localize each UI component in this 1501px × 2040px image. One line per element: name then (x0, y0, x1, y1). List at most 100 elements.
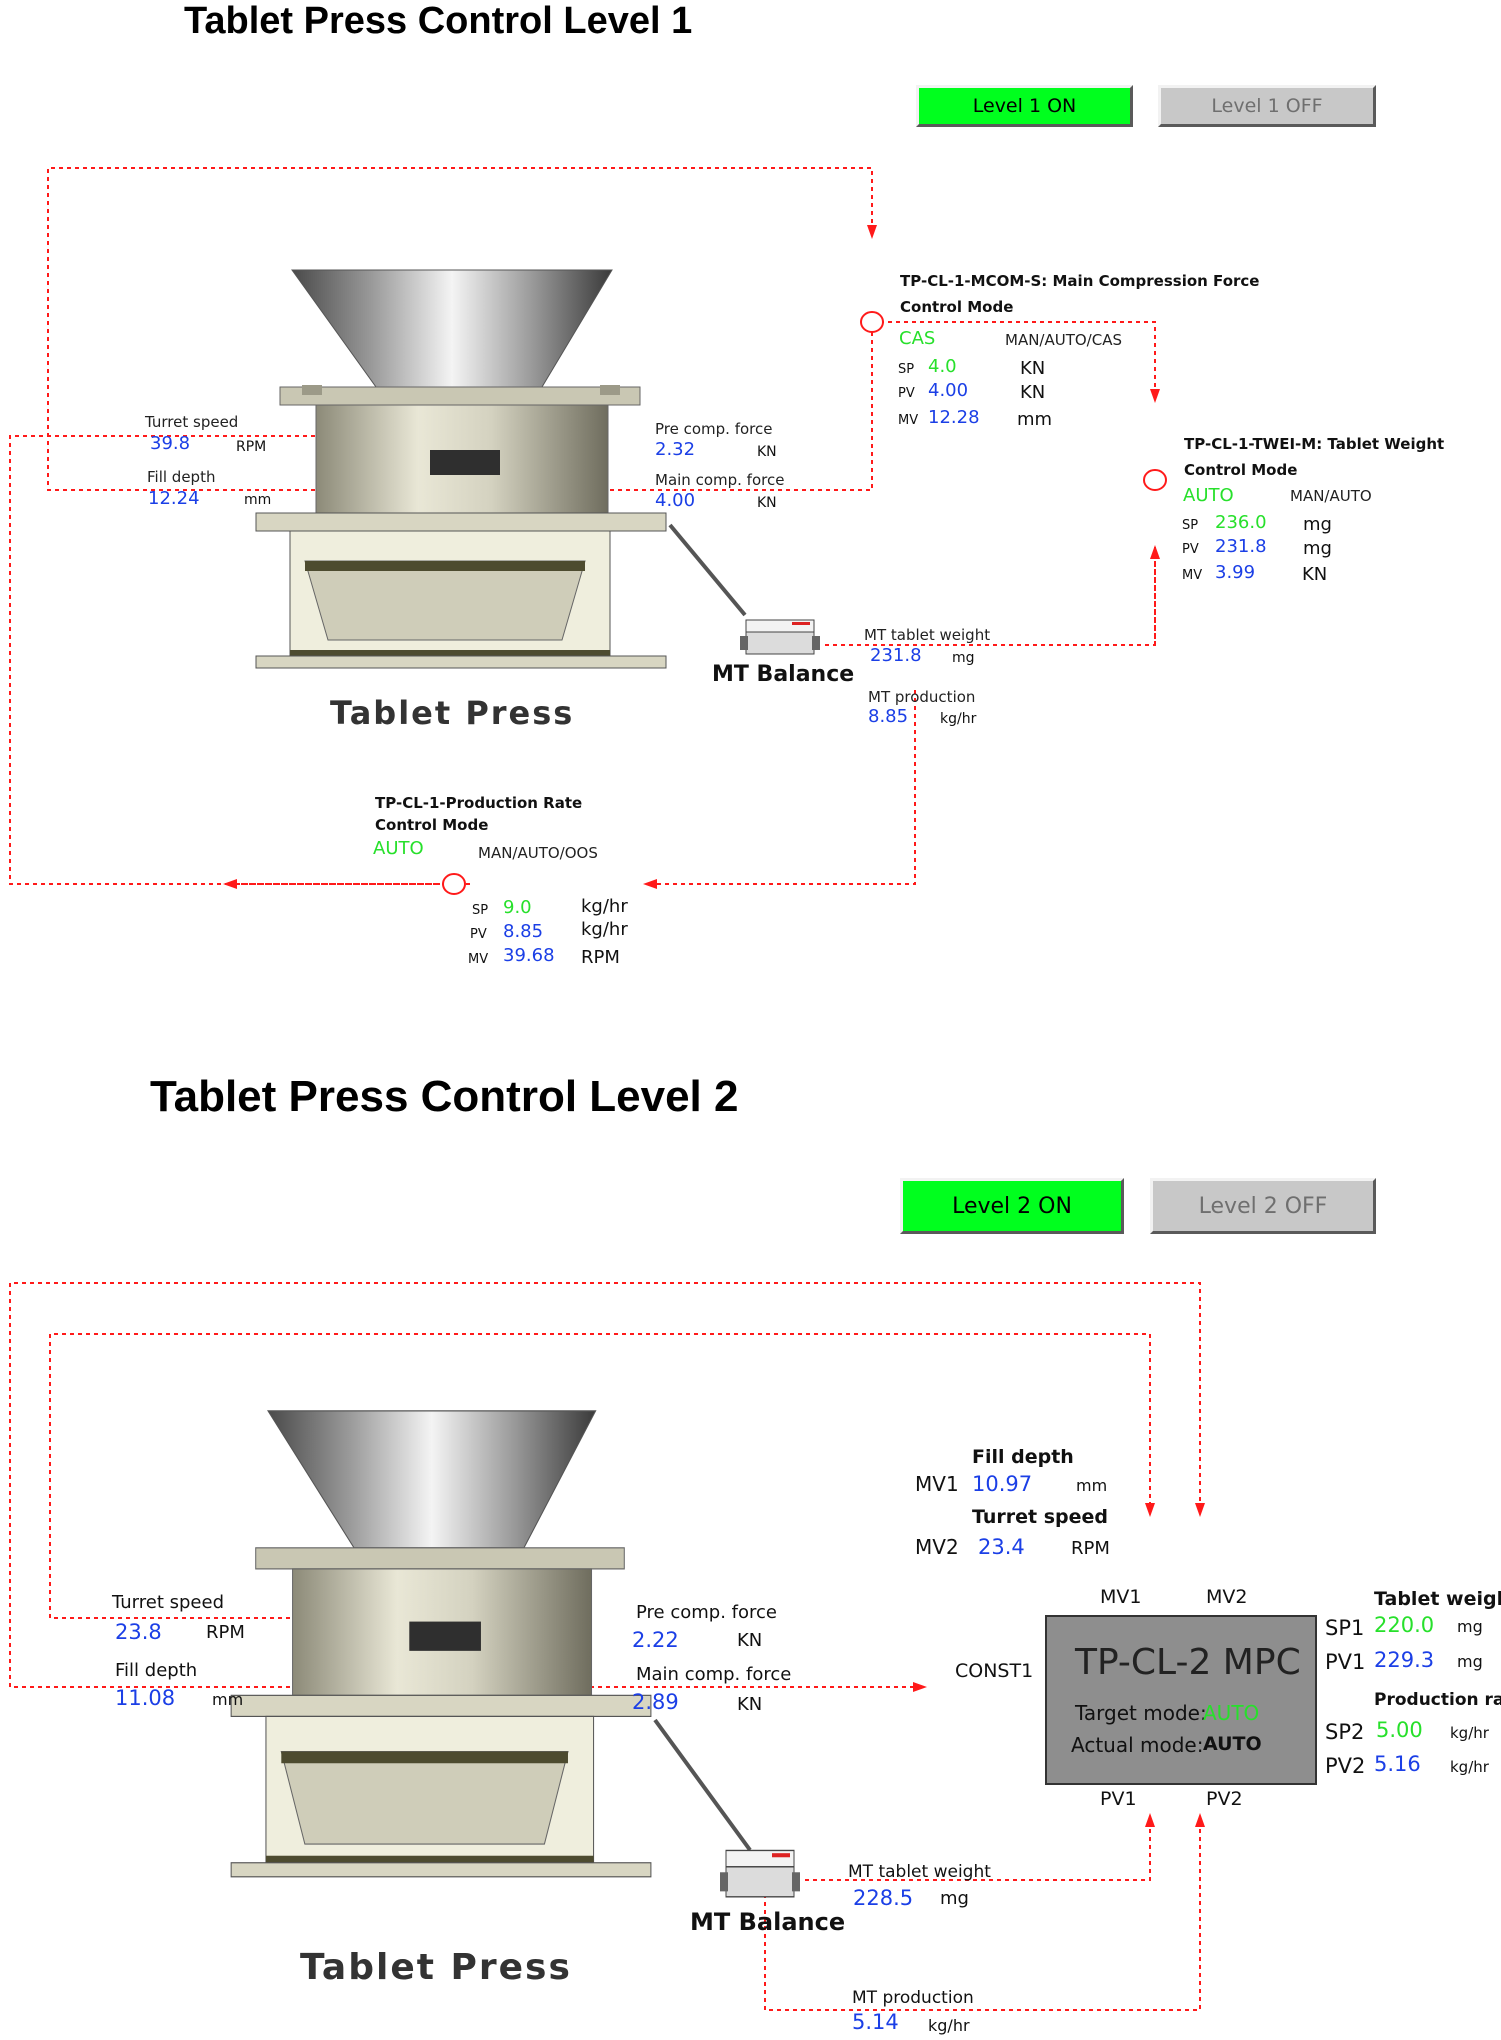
mcom-mode-value[interactable]: CAS (899, 328, 936, 349)
pv1-tag: PV1 (1325, 1650, 1366, 1674)
pv1-unit: mg (1457, 1652, 1483, 1671)
mcom-sp-tag: SP (898, 362, 915, 377)
twei-sp-value[interactable]: 236.0 (1215, 512, 1267, 533)
sp2-value[interactable]: 5.00 (1376, 1718, 1423, 1742)
production-rate-label: Production rate (1374, 1690, 1501, 1710)
l2-pre-comp-unit: KN (737, 1630, 763, 1651)
l2-mt-tablet-weight-unit: mg (940, 1888, 969, 1909)
mv2-label: Turret speed (972, 1506, 1109, 1528)
mpc-actual-label: Actual mode: (1071, 1733, 1204, 1757)
mt-balance-label-l2: MT Balance (690, 1908, 846, 1936)
mpc-target-value[interactable]: AUTO (1203, 1701, 1260, 1725)
sp1-unit: mg (1457, 1617, 1483, 1636)
mv2-value: 23.4 (978, 1535, 1025, 1559)
twei-pv-value: 231.8 (1215, 536, 1267, 557)
pv2-unit: kg/hr (1450, 1758, 1489, 1776)
mv1-label: Fill depth (972, 1446, 1074, 1468)
mv1-tag: MV1 (915, 1472, 959, 1496)
l2-mt-tablet-weight-label: MT tablet weight (848, 1862, 991, 1882)
prod-title: TP-CL-1-Production Rate (375, 794, 583, 812)
main-comp-label: Main comp. force (655, 471, 785, 489)
turret-speed-label: Turret speed (145, 413, 239, 431)
wire-l2-pv1 (805, 1813, 1155, 1881)
sp1-value[interactable]: 220.0 (1374, 1613, 1435, 1637)
mt-production-unit: kg/hr (940, 711, 977, 727)
twei-mode-value[interactable]: AUTO (1183, 485, 1234, 506)
mv2-unit: RPM (1071, 1538, 1110, 1559)
mcom-control-mode-label: Control Mode (900, 298, 1014, 316)
tablet-press-label-l2: Tablet Press (300, 1947, 572, 1988)
wire-mcom-to-twei (872, 321, 1160, 403)
mcom-sp-value[interactable]: 4.0 (928, 356, 957, 377)
mv1-unit: mm (1076, 1476, 1108, 1495)
prod-pv-tag: PV (470, 927, 487, 942)
wire-main-comp-to-mcom (610, 330, 873, 491)
level2-on-button[interactable]: Level 2 ON (900, 1178, 1124, 1234)
main-comp-value: 4.00 (655, 490, 696, 511)
mt-balance-label: MT Balance (712, 662, 855, 687)
mt-balance-device (740, 619, 820, 655)
mpc-port-const1: CONST1 (955, 1660, 1034, 1682)
l2-main-comp-unit: KN (737, 1694, 763, 1715)
mpc-port-mv1: MV1 (1100, 1586, 1142, 1608)
mpc-actual-value: AUTO (1203, 1733, 1262, 1755)
tablet-press-label: Tablet Press (330, 694, 575, 732)
l2-pre-comp-value: 2.22 (632, 1628, 679, 1652)
mcom-pv-value: 4.00 (928, 380, 969, 401)
twei-mv-unit: KN (1302, 564, 1328, 585)
prod-mv-value: 39.68 (503, 945, 555, 966)
wire-l2-inner-loop (49, 1333, 1155, 1619)
mpc-port-pv2: PV2 (1206, 1788, 1243, 1810)
mcom-title: TP-CL-1-MCOM-S: Main Compression Force (900, 272, 1260, 290)
pre-comp-label: Pre comp. force (655, 420, 773, 438)
fill-depth-label: Fill depth (147, 468, 216, 486)
prod-mv-unit: RPM (581, 947, 620, 968)
mpc-target-label: Target mode: (1075, 1701, 1207, 1725)
mcom-modes: MAN/AUTO/CAS (1005, 331, 1122, 349)
level1-on-button[interactable]: Level 1 ON (916, 85, 1133, 127)
l2-turret-speed-value: 23.8 (115, 1620, 162, 1644)
l2-main-comp-value: 2.89 (632, 1690, 679, 1714)
pre-comp-value: 2.32 (655, 439, 696, 460)
mpc-title: TP-CL-2 MPC (1075, 1642, 1301, 1683)
sp2-tag: SP2 (1325, 1720, 1365, 1744)
wire-fill-depth-loop (47, 167, 877, 491)
prod-pv-unit: kg/hr (581, 919, 628, 940)
prod-modes: MAN/AUTO/OOS (478, 844, 598, 862)
pv2-tag: PV2 (1325, 1754, 1366, 1778)
prod-mv-tag: MV (468, 952, 489, 967)
fill-depth-value: 12.24 (148, 488, 200, 509)
mt-tablet-weight-unit: mg (952, 650, 975, 666)
twei-controller-circle (1143, 469, 1167, 491)
fill-depth-unit: mm (244, 492, 272, 508)
twei-pv-unit: mg (1303, 538, 1332, 559)
mt-production-value: 8.85 (868, 706, 909, 727)
prod-mode-value[interactable]: AUTO (373, 838, 424, 859)
l2-turret-speed-unit: RPM (206, 1622, 245, 1643)
mcom-pv-unit: KN (1020, 382, 1046, 403)
mcom-mv-unit: mm (1017, 409, 1053, 430)
l2-fill-depth-label: Fill depth (115, 1660, 198, 1681)
tablet-press-machine-l2 (230, 1410, 652, 1878)
mcom-mv-value: 12.28 (928, 407, 980, 428)
sp2-unit: kg/hr (1450, 1724, 1489, 1742)
pre-comp-unit: KN (757, 444, 777, 460)
twei-pv-tag: PV (1182, 542, 1199, 557)
level1-off-button[interactable]: Level 1 OFF (1158, 85, 1376, 127)
twei-sp-unit: mg (1303, 514, 1332, 535)
wire-production-loop (643, 690, 916, 889)
turret-speed-unit: RPM (236, 439, 267, 455)
twei-sp-tag: SP (1182, 518, 1199, 533)
pv2-value: 5.16 (1374, 1752, 1421, 1776)
mt-tablet-weight-value: 231.8 (870, 645, 922, 666)
level2-off-button[interactable]: Level 2 OFF (1150, 1178, 1376, 1234)
tablet-press-machine (255, 269, 667, 669)
l2-fill-depth-unit: mm (212, 1690, 244, 1709)
twei-title: TP-CL-1-TWEI-M: Tablet Weight (1184, 435, 1445, 453)
prod-sp-value[interactable]: 9.0 (503, 897, 532, 918)
mv2-tag: MV2 (915, 1535, 959, 1559)
prod-controller-circle (442, 873, 466, 895)
prod-pv-value: 8.85 (503, 921, 544, 942)
mpc-controller-box[interactable]: TP-CL-2 MPC Target mode: AUTO Actual mod… (1045, 1615, 1317, 1785)
